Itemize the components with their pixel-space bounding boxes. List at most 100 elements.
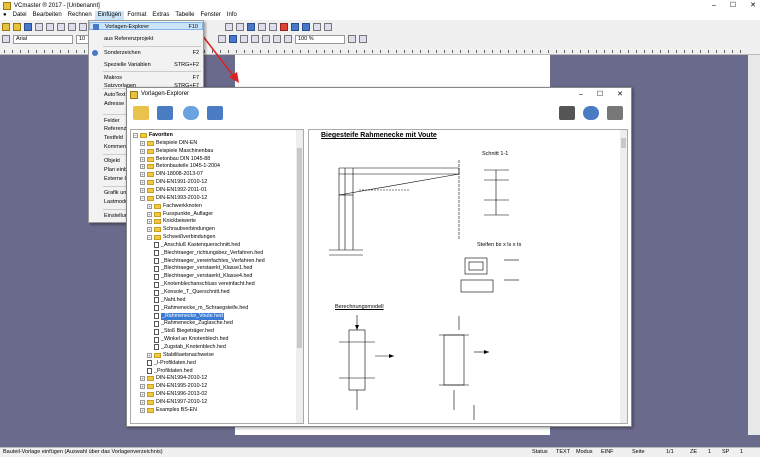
tree-folder-item[interactable]: +DIN-EN1995-2010-12 <box>140 383 207 390</box>
tree-folder-item[interactable]: +Knickbeiwerte <box>147 218 196 225</box>
print-icon[interactable] <box>35 22 43 31</box>
tree-file-item[interactable]: _Naht.hed <box>154 297 185 304</box>
tree-file-item[interactable]: _Rahmenecke_Voute.hed <box>154 312 224 320</box>
menu-item-9[interactable]: Referenz <box>89 125 203 133</box>
tree-folder-item[interactable]: +Fusspunkte_Auflager <box>147 211 213 218</box>
tree-folder-item[interactable]: +DIN-18008-2013-07 <box>140 171 203 178</box>
tree-folder-item[interactable]: +DIN-EN1992-2011-01 <box>140 187 207 194</box>
subscript-icon[interactable] <box>218 35 226 43</box>
menu-datei[interactable]: Datei <box>12 12 27 18</box>
menu-item-14[interactable]: Externe G <box>89 175 203 183</box>
tree-folder-item[interactable]: +DIN-EN1997-2010-12 <box>140 399 207 406</box>
expand-toggle-icon[interactable]: − <box>133 133 138 138</box>
tree-folder-item[interactable]: +DIN-EN1996-2013-02 <box>140 391 207 398</box>
tree-file-item[interactable]: _Zugstab_Knotenblech.hed <box>154 344 226 351</box>
align-right-icon[interactable] <box>251 35 259 43</box>
menu-rechnen[interactable]: Rechnen <box>67 12 92 18</box>
copy-icon[interactable] <box>68 22 76 31</box>
menu-item-1[interactable]: aus Referenzprojekt <box>89 35 203 43</box>
tree-folder-item[interactable]: +Examples BS-EN <box>140 407 197 414</box>
expand-toggle-icon[interactable]: + <box>140 407 145 413</box>
preview-scrollbar[interactable] <box>620 130 627 423</box>
help-icon[interactable] <box>324 22 332 31</box>
expand-toggle-icon[interactable]: + <box>147 219 152 225</box>
tree-file-item[interactable]: _Konsole_T_Querschnitt.hed <box>154 289 230 296</box>
preview-icon[interactable] <box>46 22 54 31</box>
new-icon[interactable] <box>2 22 10 31</box>
tree-folder-item[interactable]: +DIN-EN1991-2010-12 <box>140 179 207 186</box>
tree-folder-item[interactable]: −Schweißverbindungen <box>147 234 215 241</box>
indent-icon[interactable] <box>262 35 270 43</box>
color-icon[interactable] <box>284 35 292 43</box>
tree-folder-item[interactable]: +Stabilitaetsnachweise <box>147 352 214 359</box>
menu-item-13[interactable]: Plan einb <box>89 166 203 174</box>
align-left-icon[interactable] <box>229 35 237 43</box>
font-select[interactable]: Arial <box>13 34 73 44</box>
maximize-button[interactable]: ☐ <box>729 2 737 9</box>
template-tree[interactable]: −Favoriten+Beispiele DIN-EN+Beispiele Ma… <box>130 129 304 424</box>
minimize-button[interactable]: – <box>711 2 716 9</box>
vertical-scrollbar[interactable] <box>748 55 760 435</box>
exit-icon[interactable] <box>607 106 623 120</box>
tree-folder-item[interactable]: −Favoriten <box>133 132 173 139</box>
tree-folder-item[interactable]: +DIN-EN1994-2010-12 <box>140 375 207 382</box>
table-icon[interactable] <box>225 22 233 31</box>
run-icon[interactable] <box>302 22 310 31</box>
menu-fenster[interactable]: Fenster <box>200 12 221 18</box>
tools-icon[interactable] <box>559 106 575 120</box>
expand-toggle-icon[interactable]: − <box>140 195 145 201</box>
search-folder-icon[interactable] <box>157 106 173 120</box>
close-button[interactable]: ✕ <box>750 2 756 9</box>
explorer-close-button[interactable]: ✕ <box>617 91 623 98</box>
menu-item-15[interactable]: Grafik und <box>89 189 203 197</box>
menu-item-10[interactable]: Textfeld <box>89 134 203 142</box>
expand-toggle-icon[interactable]: + <box>140 140 145 146</box>
style-icon[interactable] <box>2 35 10 43</box>
app-menu-icon[interactable]: ● <box>3 12 7 18</box>
open-icon[interactable] <box>13 22 21 31</box>
expand-toggle-icon[interactable]: + <box>147 211 152 217</box>
menu-info[interactable]: Info <box>226 12 237 18</box>
menu-tabelle[interactable]: Tabelle <box>175 12 195 18</box>
tree-folder-item[interactable]: +Beispiele Maschinenbau <box>140 148 213 155</box>
formula-icon[interactable] <box>269 22 277 31</box>
expand-toggle-icon[interactable]: + <box>140 180 145 186</box>
expand-toggle-icon[interactable]: + <box>140 384 145 390</box>
expand-toggle-icon[interactable]: + <box>147 352 152 358</box>
menu-extras[interactable]: Extras <box>152 12 170 18</box>
menu-item-16[interactable]: Lastmodu <box>89 198 203 206</box>
expand-toggle-icon[interactable]: + <box>140 376 145 382</box>
tree-folder-item[interactable]: −DIN-EN1993-2010-12 <box>140 195 207 202</box>
tree-folder-item[interactable]: +Betonbau DIN 1045-88 <box>140 156 210 163</box>
tree-file-item[interactable]: _Blechtraeger_verstaerkt_Klasse4.hed <box>154 273 252 280</box>
format-icon[interactable] <box>236 22 244 31</box>
menu-einfuegen[interactable]: Einfügen <box>94 11 125 20</box>
expand-toggle-icon[interactable]: − <box>147 235 152 241</box>
tree-file-item[interactable]: _Stoß Biegeträger.hed <box>154 328 214 335</box>
menu-item-11[interactable]: Komment <box>89 143 203 151</box>
align-center-icon[interactable] <box>240 35 248 43</box>
menu-item-6[interactable]: AutoText <box>89 91 203 99</box>
open-folder-icon[interactable] <box>133 106 149 120</box>
tree-folder-item[interactable]: +Fachwerkknoten <box>147 203 202 210</box>
web-icon[interactable] <box>183 106 199 120</box>
expand-toggle-icon[interactable]: + <box>140 392 145 398</box>
tree-file-item[interactable]: _Anschluß Kastenquerschnitt.hed <box>154 242 240 249</box>
tree-folder-item[interactable]: +Schraubverbindungen <box>147 226 215 233</box>
expand-toggle-icon[interactable]: + <box>147 227 152 233</box>
tree-file-item[interactable]: _Blechtraeger_vereinfachtes_Verfahren.he… <box>154 258 265 265</box>
expand-toggle-icon[interactable]: + <box>140 399 145 405</box>
tree-file-item[interactable]: _Blechtraeger_verstaerkt_Klasse1.hed <box>154 265 252 272</box>
expand-toggle-icon[interactable]: + <box>140 172 145 178</box>
stop-icon[interactable] <box>280 22 288 31</box>
explorer-minimize-button[interactable]: – <box>578 91 583 98</box>
check-icon[interactable] <box>291 22 299 31</box>
menu-item-8[interactable]: Felder <box>89 117 203 125</box>
expand-toggle-icon[interactable]: + <box>147 203 152 209</box>
import-icon[interactable] <box>207 106 223 120</box>
